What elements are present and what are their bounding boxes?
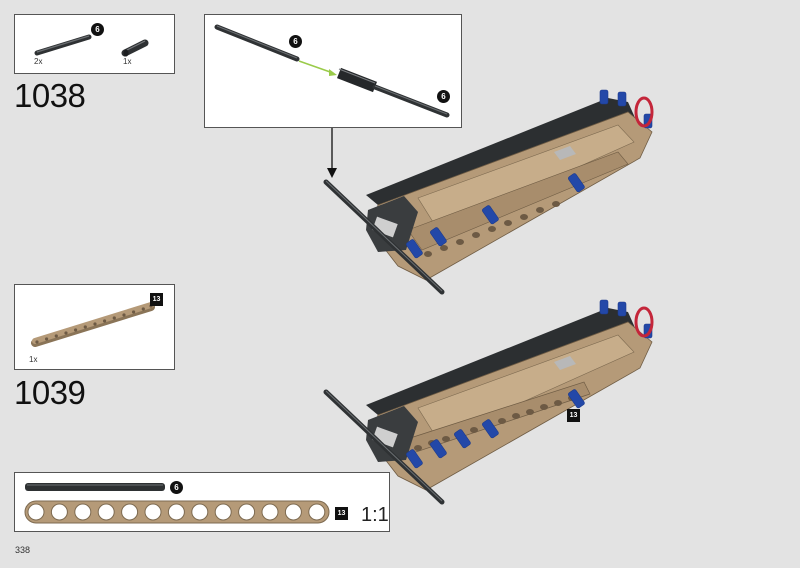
axle-6-icon bbox=[34, 34, 92, 56]
liftarm-13-icon bbox=[31, 302, 155, 347]
liftarm-size-callout: 13 bbox=[567, 409, 580, 422]
page-number: 338 bbox=[15, 545, 31, 555]
parts-list-1038: 6 2x 1x bbox=[14, 14, 175, 74]
axle-connector-icon bbox=[121, 39, 149, 57]
parts-list-1039: 13 1x bbox=[14, 284, 175, 370]
part-qty: 2x bbox=[34, 57, 43, 66]
part-size-badge: 13 bbox=[150, 293, 163, 306]
axle-size-badge: 6 bbox=[289, 35, 302, 48]
subassembly-illustration bbox=[214, 24, 450, 118]
axle-ruler-size-badge: 6 bbox=[170, 481, 183, 494]
callout-pointer-arrow bbox=[327, 128, 337, 178]
axle-ruler bbox=[25, 483, 165, 491]
model-assembly-1039 bbox=[323, 299, 654, 505]
liftarm-ruler-size-badge: 13 bbox=[335, 507, 348, 520]
model-assembly-1038 bbox=[323, 89, 654, 295]
step-number-1039: 1039 bbox=[14, 374, 86, 411]
step-number-1038: 1038 bbox=[14, 77, 86, 114]
scale-label: 1:1 bbox=[361, 504, 389, 526]
subassembly-callout-1038: 6 6 bbox=[204, 14, 462, 128]
axle-size-badge: 6 bbox=[437, 90, 450, 103]
part-qty: 1x bbox=[123, 57, 132, 66]
scale-ruler: 6 13 1:1 bbox=[14, 472, 390, 532]
part-qty: 1x bbox=[29, 355, 38, 364]
liftarm-ruler bbox=[24, 500, 330, 524]
part-size-badge: 6 bbox=[91, 23, 104, 36]
